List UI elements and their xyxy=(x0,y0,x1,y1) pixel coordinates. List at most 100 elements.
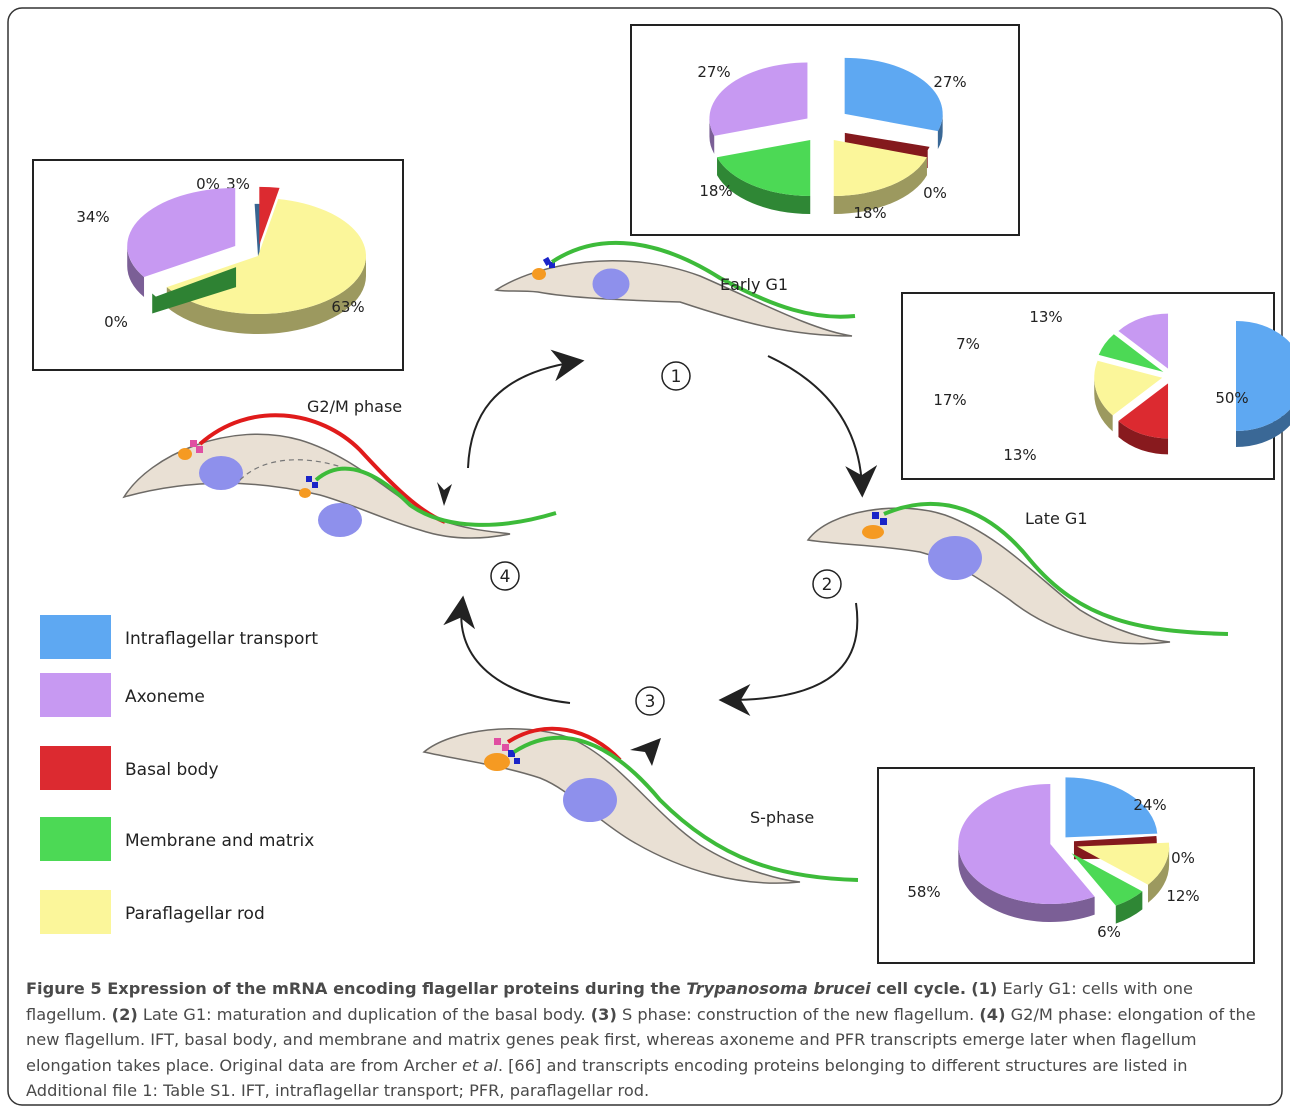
pie-slice-side xyxy=(833,157,927,214)
pie-label: 24% xyxy=(1133,796,1166,814)
s-phase-cell xyxy=(422,726,859,884)
pie-label: 12% xyxy=(1166,887,1199,905)
step-2-marker: 2 xyxy=(812,569,842,599)
pie-label: 18% xyxy=(853,204,886,222)
svg-text:4: 4 xyxy=(500,567,511,587)
pie-label: 18% xyxy=(699,182,732,200)
pie-label: 27% xyxy=(933,73,966,91)
step-1-marker: 1 xyxy=(661,361,691,391)
svg-text:1: 1 xyxy=(671,367,682,387)
early-g1-pie-box xyxy=(630,24,1020,236)
legend-label-paraflagellar-rod: Paraflagellar rod xyxy=(125,904,265,924)
pie-slice-zero xyxy=(152,267,237,314)
pie-label: 27% xyxy=(697,63,730,81)
pie-g2-m-phase: 0%3%63%0%34% xyxy=(76,175,367,334)
pie-charts: 27% 0% 18% 18% 27% 50% 13% 17% 7% 13% 24% 0% 12% 6% 58… xyxy=(76,57,1290,941)
arrow-s-phase-to-g2m xyxy=(443,595,571,704)
pie-slice-membrane-and-matrix xyxy=(1098,334,1164,372)
pie-slice-side xyxy=(709,118,715,154)
caption-step-4-number: (4) xyxy=(979,1004,1006,1024)
pie-slice-side xyxy=(127,245,145,298)
pie-slice-paraflagellar-rod xyxy=(1077,842,1170,885)
stage-label-late-g1: Late G1 xyxy=(1025,509,1088,528)
step-4-marker: 4 xyxy=(490,561,520,591)
caption-step-3-text: S phase: construction of the new flagell… xyxy=(616,1004,980,1024)
pie-slice-paraflagellar-rod xyxy=(1094,360,1163,416)
pie-slice-intraflagellar-transport xyxy=(1236,321,1290,431)
legend-label-basal-body: Basal body xyxy=(125,760,219,780)
pie-slice-side xyxy=(958,843,1095,922)
pie-label: 13% xyxy=(1029,308,1062,326)
pie-slice-axoneme xyxy=(1118,313,1169,369)
caption-step-1-text: Early G1: cells with one flagellum. xyxy=(26,979,1193,1024)
pie-slice-side xyxy=(1118,420,1169,455)
pie-slice-basal-body xyxy=(259,186,280,245)
legend-label-ift: Intraflagellar transport xyxy=(125,629,318,649)
pie-slice-paraflagellar-rod xyxy=(833,139,927,196)
legend: Intraflagellar transport Axoneme Basal b… xyxy=(40,615,318,934)
late-g1-cell xyxy=(806,501,1229,645)
pie-slice-membrane-and-matrix xyxy=(1071,853,1143,906)
pie-slice-axoneme xyxy=(709,62,808,136)
legend-label-membrane-matrix: Membrane and matrix xyxy=(125,831,314,851)
early-g1-cell xyxy=(494,240,856,337)
legend-swatch-basal-body xyxy=(40,746,111,790)
legend-swatch-axoneme xyxy=(40,673,111,717)
pie-slice-side xyxy=(166,256,366,334)
pie-slice-basal-body xyxy=(1118,383,1169,439)
caption-step-4-text: G2/M phase: elongation of the new flagel… xyxy=(26,1004,1256,1075)
pie-slice-side xyxy=(1148,846,1170,903)
pie-label: 6% xyxy=(1097,923,1121,941)
stage-label-s-phase: S-phase xyxy=(750,808,814,827)
pie-slice-side xyxy=(717,157,811,214)
step-3-marker: 3 xyxy=(635,686,665,716)
pie-s-phase: 24% 0% 12% 6% 58% xyxy=(907,777,1200,941)
pie-label: 0% xyxy=(104,313,128,331)
svg-text:3: 3 xyxy=(645,692,656,712)
figure-caption: Figure 5 Expression of the mRNA encoding… xyxy=(26,976,1256,1104)
pie-slice-intraflagellar-transport xyxy=(1065,777,1158,838)
late-g1-pie-box xyxy=(901,292,1275,480)
legend-label-axoneme: Axoneme xyxy=(125,687,205,707)
pie-early-g1: 27% 0% 18% 18% 27% xyxy=(697,57,967,222)
legend-swatch-paraflagellar-rod xyxy=(40,890,111,934)
pie-slice-side xyxy=(1115,891,1143,924)
stage-label-early-g1: Early G1 xyxy=(720,275,788,294)
arrow-g2m-to-early-g1 xyxy=(467,349,585,469)
pie-slice-axoneme xyxy=(127,187,236,278)
pie-slice-side xyxy=(1094,377,1113,432)
pie-label: 0% xyxy=(923,184,947,202)
figure-frame xyxy=(7,7,1283,1106)
arrow-late-g1-to-s-phase xyxy=(718,602,859,716)
g2m-tip-arrowhead xyxy=(437,482,452,506)
pie-label: 50% xyxy=(1215,389,1248,407)
caption-step-2-number: (2) xyxy=(111,1004,138,1024)
caption-closing-text: . [66] and transcripts encoding proteins… xyxy=(26,1055,1188,1101)
caption-et-al: et al xyxy=(461,1055,498,1075)
pie-label: 17% xyxy=(933,391,966,409)
caption-step-1-number: (1) xyxy=(971,979,998,998)
pie-slice-membrane-and-matrix xyxy=(717,139,811,196)
caption-title: Figure 5 Expression of the mRNA encoding… xyxy=(26,979,967,998)
legend-swatch-membrane-matrix xyxy=(40,817,111,861)
pie-slice-side xyxy=(1236,409,1290,447)
pie-slice-intraflagellar-transport xyxy=(844,57,943,132)
stage-label-g2m: G2/M phase xyxy=(307,397,402,416)
pie-slice-axoneme xyxy=(958,783,1095,904)
arrow-early-to-late-g1 xyxy=(767,355,878,498)
g2m-cell xyxy=(122,413,557,539)
pie-label: 7% xyxy=(956,335,980,353)
pie-slice-side xyxy=(937,113,943,150)
pie-late-g1: 50% 13% 17% 7% 13% xyxy=(933,308,1290,464)
pie-label: 63% xyxy=(331,298,364,316)
caption-step-3-number: (3) xyxy=(590,1004,617,1024)
s-phase-tip-arrowhead xyxy=(630,738,661,766)
caption-step-2-text: Late G1: maturation and duplication of t… xyxy=(137,1004,591,1024)
pie-label: 13% xyxy=(1003,446,1036,464)
pie-label: 34% xyxy=(76,208,109,226)
pie-label: 58% xyxy=(907,883,940,901)
pie-label: 0% xyxy=(1171,849,1195,867)
pie-label: 0% xyxy=(196,175,220,193)
